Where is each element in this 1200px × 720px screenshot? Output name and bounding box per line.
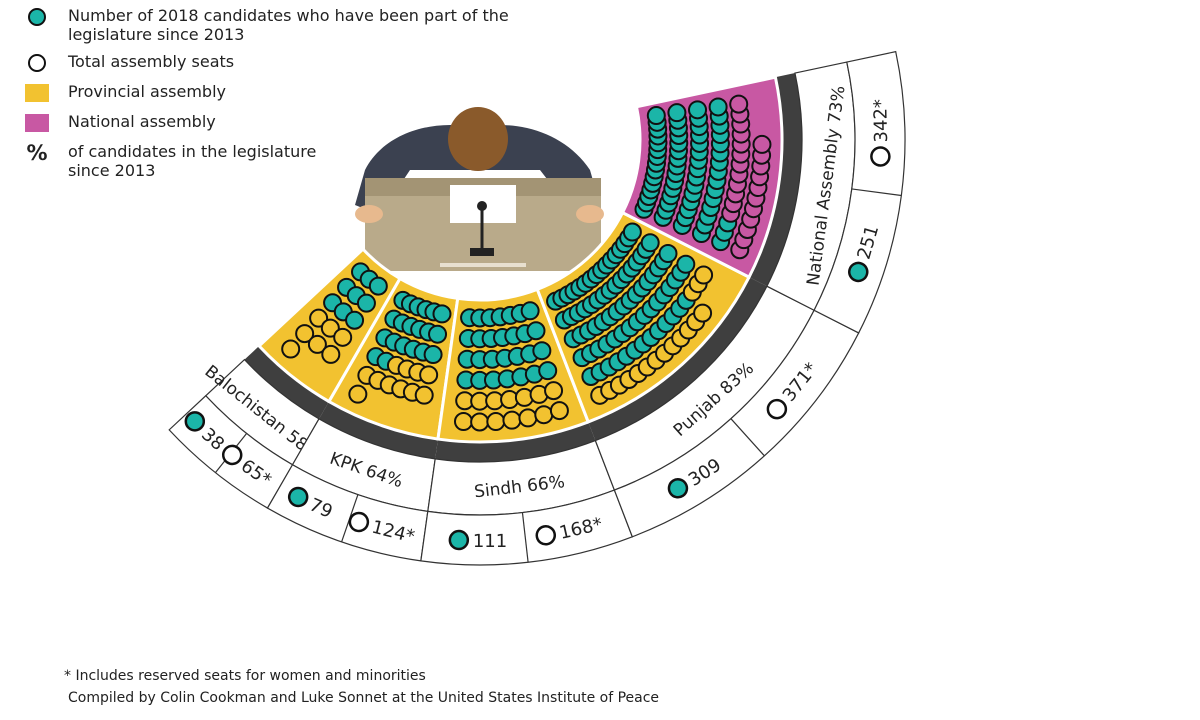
teal-circle-icon [184,411,206,432]
empty-seat-icon [307,334,327,354]
empty-seat-icon [414,385,434,405]
empty-seat-icon [544,381,564,401]
empty-seat-icon [729,94,749,114]
teal-circle-icon [28,8,46,26]
candidate-seat-icon [428,324,448,344]
empty-seat-icon [502,410,522,430]
candidate-seat-icon [646,106,666,126]
empty-circle-icon [535,525,557,546]
empty-circle-icon [348,511,370,533]
empty-circle-icon [28,54,46,72]
empty-circle-icon [766,398,788,420]
sindh-count-band [420,489,634,566]
empty-seat-icon [470,412,490,432]
national-assembly-count-band [813,50,906,334]
teal-circle-icon [287,486,309,508]
candidate-seat-icon [532,341,552,361]
legend: Number of 2018 candidates who have been … [24,6,584,188]
candidate-seat-icon [345,310,365,330]
candidate-seat-icon [356,293,376,313]
candidate-seat-icon [676,254,696,274]
empty-circle-icon [221,444,243,466]
empty-circle-icon [870,146,891,167]
candidate-seat-icon [640,233,660,253]
teal-circle-icon [848,261,869,283]
candidate-seat-icon [622,222,642,242]
national-assembly-seats: 342* [870,99,892,167]
legend-provincial: Provincial assembly [24,82,584,104]
credit-line: Compiled by Colin Cookman and Luke Sonne… [68,690,660,706]
empty-seat-icon [348,384,368,404]
empty-seat-icon [453,412,473,432]
legend-percent-label: of candidates in the legislature since 2… [68,142,317,180]
empty-seat-icon [295,324,315,344]
empty-seat-icon [534,405,554,425]
candidate-seat-icon [368,276,388,296]
magenta-square-icon [25,114,49,132]
sindh-candidates: 111 [448,529,507,552]
empty-seat-icon [694,265,714,285]
speaker-podium-illustration [355,107,604,271]
teal-circle-icon [448,529,470,551]
speaker-head-icon [448,107,508,171]
empty-seat-icon [281,339,301,359]
legend-provincial-label: Provincial assembly [68,82,226,101]
percent-icon: % [26,140,48,165]
national-assembly-shadow-band [747,73,803,287]
candidate-seat-icon [708,97,728,117]
candidate-seat-icon [667,103,687,123]
legend-national: National assembly [24,112,584,134]
balochistan-shadow-band [244,344,330,419]
kpk-shadow-band [319,399,439,459]
legend-total: Total assembly seats [24,52,584,74]
candidate-seat-icon [538,361,558,381]
empty-seat-icon [518,408,538,428]
footer: * Includes reserved seats for women and … [64,665,659,709]
candidate-seat-icon [432,304,452,324]
empty-seat-icon [333,327,353,347]
legend-candidates: Number of 2018 candidates who have been … [24,6,584,44]
empty-seat-icon [486,412,506,432]
empty-seat-icon [321,344,341,364]
candidate-seat-icon [526,321,546,341]
candidate-seat-icon [520,301,540,321]
empty-seat-icon [549,401,569,421]
legend-national-label: National assembly [68,112,216,131]
kpk-count-band [266,463,429,562]
legend-percent: % of candidates in the legislature since… [24,142,584,180]
teal-circle-icon [667,478,689,499]
legend-total-label: Total assembly seats [68,52,235,71]
national-assembly-seats-count: 342* [870,99,892,143]
empty-seat-icon [693,303,713,323]
candidate-seat-icon [658,244,678,264]
left-hand-icon [355,205,383,223]
right-hand-icon [576,205,604,223]
yellow-square-icon [25,84,49,102]
footnote: * Includes reserved seats for women and … [64,668,426,684]
kpk-seats: 124* [348,511,417,548]
candidate-seat-icon [688,100,708,120]
empty-seat-icon [752,134,772,154]
candidate-seat-icon [423,345,443,365]
empty-seat-icon [419,365,439,385]
sindh-candidates-count: 111 [473,531,507,552]
legend-candidates-label: Number of 2018 candidates who have been … [68,6,509,44]
